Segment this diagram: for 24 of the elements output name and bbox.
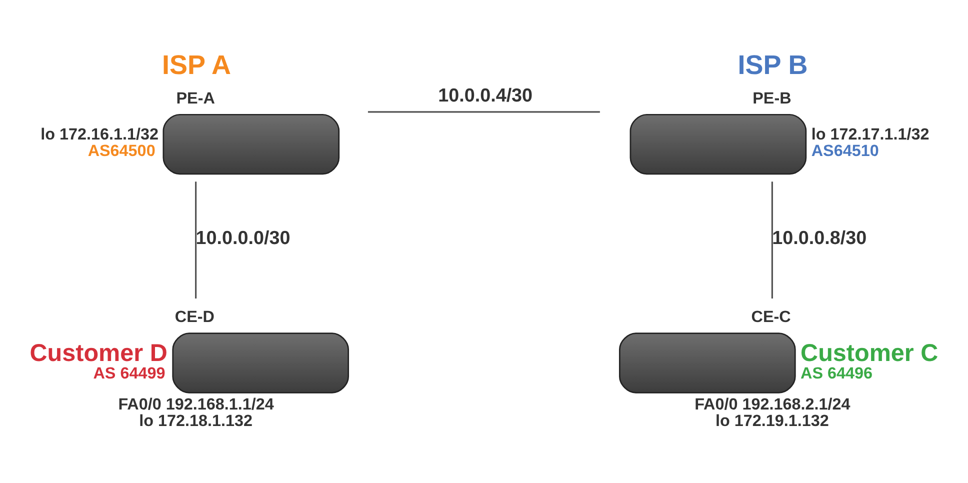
node-label: ISP B (738, 50, 808, 80)
node-label: FA0/0 192.168.2.1/24 (694, 396, 850, 414)
node-label: FA0/0 192.168.1.1/24 (118, 396, 274, 414)
node-label: AS 64496 (800, 364, 873, 383)
node-label: lo 172.16.1.1/32 (40, 126, 158, 144)
connector (771, 182, 773, 298)
connector (368, 111, 600, 113)
edge-label: 10.0.0.8/30 (772, 228, 867, 249)
connector (195, 182, 197, 298)
node-label: AS64510 (811, 142, 879, 160)
node-label: PE-B (752, 89, 792, 108)
node-label: Customer C (800, 340, 938, 367)
node-label: CE-C (751, 308, 791, 326)
node-label: CE-D (174, 308, 214, 326)
node-label: lo 172.17.1.1/32 (811, 126, 930, 144)
node-label: ISP A (162, 50, 232, 80)
node-label: lo 172.18.1.132 (139, 412, 253, 430)
node-label: PE-A (176, 89, 215, 108)
node-label: AS64500 (88, 142, 156, 160)
edge-label: 10.0.0.0/30 (196, 228, 290, 249)
node-label: Customer D (30, 340, 168, 367)
node-label: AS 64499 (93, 364, 166, 383)
node-label: lo 172.19.1.132 (715, 412, 829, 430)
edge-label: 10.0.0.4/30 (438, 85, 533, 106)
